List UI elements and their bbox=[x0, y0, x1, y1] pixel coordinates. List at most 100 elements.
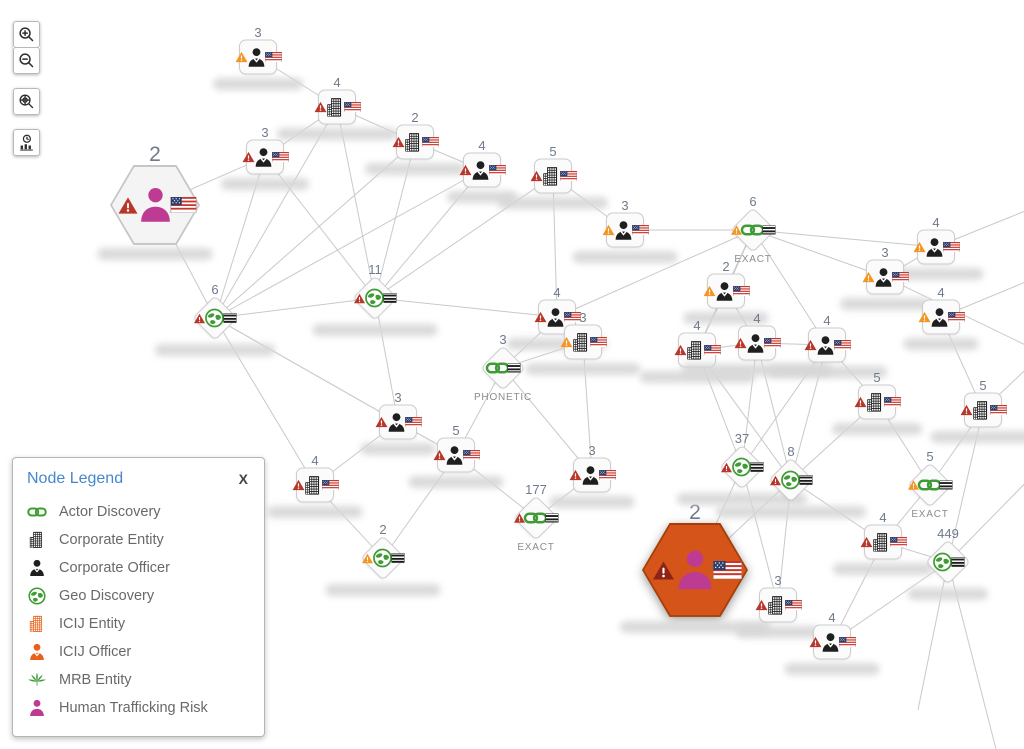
warning-icon bbox=[755, 599, 768, 611]
us-flag-icon bbox=[892, 271, 909, 283]
zoom-out-button[interactable] bbox=[13, 47, 40, 74]
zoom-fit-button[interactable] bbox=[13, 88, 40, 115]
graph-edge bbox=[374, 297, 399, 423]
node-body[interactable] bbox=[602, 212, 649, 248]
blurred-node-label bbox=[312, 324, 438, 336]
node-body[interactable] bbox=[674, 332, 721, 368]
warning-icon bbox=[292, 479, 305, 491]
node-body[interactable] bbox=[433, 437, 480, 473]
warning-icon bbox=[375, 416, 388, 428]
blurred-node-label bbox=[784, 663, 880, 675]
globe-icon bbox=[731, 456, 753, 478]
node-body[interactable] bbox=[459, 152, 506, 188]
node-body[interactable] bbox=[192, 295, 238, 341]
node-body[interactable] bbox=[513, 495, 559, 541]
blurred-node-label bbox=[735, 626, 821, 638]
node-count-label: 4 bbox=[333, 75, 341, 90]
node-body[interactable] bbox=[730, 207, 776, 253]
graph-toolbar bbox=[13, 21, 40, 156]
node-body[interactable] bbox=[918, 299, 965, 335]
graph-edge bbox=[374, 175, 554, 299]
node-body[interactable] bbox=[862, 259, 909, 295]
us-flag-icon bbox=[785, 599, 802, 611]
blurred-node-label bbox=[498, 197, 608, 209]
blurred-node-label bbox=[97, 248, 213, 260]
node-body[interactable] bbox=[110, 165, 200, 245]
us-flag-icon bbox=[422, 136, 439, 148]
node-body[interactable] bbox=[642, 523, 748, 617]
warning-icon bbox=[459, 164, 472, 176]
node-count-label: 3 bbox=[621, 198, 629, 213]
node-body[interactable] bbox=[569, 457, 616, 493]
chain-icon bbox=[523, 512, 548, 525]
node-body[interactable] bbox=[768, 457, 814, 503]
node-body[interactable] bbox=[242, 139, 289, 175]
node-count-label: 4 bbox=[828, 610, 836, 625]
us-flag-icon bbox=[713, 561, 742, 579]
blurred-node-label bbox=[716, 506, 866, 518]
node-body[interactable] bbox=[703, 273, 750, 309]
node-body[interactable] bbox=[755, 587, 802, 623]
node-body[interactable] bbox=[860, 524, 907, 560]
node-body[interactable] bbox=[360, 535, 406, 581]
node-body[interactable] bbox=[734, 325, 781, 361]
node-count-label: 4 bbox=[553, 285, 561, 300]
blurred-node-label bbox=[213, 78, 303, 90]
legend-item: Corporate Entity bbox=[27, 526, 250, 554]
node-count-label: 4 bbox=[311, 453, 319, 468]
match-type-label: EXACT bbox=[517, 542, 555, 553]
node-body[interactable] bbox=[560, 324, 607, 360]
us-flag-icon bbox=[272, 151, 289, 163]
legend-close-button[interactable]: X bbox=[238, 471, 248, 487]
stripes-badge-icon bbox=[545, 513, 559, 523]
node-body[interactable] bbox=[925, 539, 971, 585]
blurred-node-label bbox=[365, 163, 465, 175]
warning-icon bbox=[362, 553, 374, 564]
zoom-in-button[interactable] bbox=[13, 21, 40, 48]
node-body[interactable] bbox=[292, 467, 339, 503]
node-body[interactable] bbox=[314, 89, 361, 125]
legend-item-label: MRB Entity bbox=[59, 672, 132, 688]
node-body[interactable] bbox=[719, 444, 765, 490]
node-body[interactable] bbox=[854, 384, 901, 420]
node-count-label: 3 bbox=[774, 573, 782, 588]
legend-item: Actor Discovery bbox=[27, 498, 250, 526]
building-icon bbox=[402, 131, 425, 154]
warning-icon bbox=[918, 311, 931, 323]
officer-icon bbox=[443, 444, 466, 467]
node-body[interactable] bbox=[480, 345, 526, 391]
warning-icon bbox=[242, 151, 255, 163]
us-flag-icon bbox=[733, 285, 750, 297]
node-body[interactable] bbox=[235, 39, 282, 75]
node-body[interactable] bbox=[392, 124, 439, 160]
timeline-button[interactable] bbox=[13, 129, 40, 156]
blurred-node-label bbox=[221, 178, 309, 190]
node-body[interactable] bbox=[804, 327, 851, 363]
node-body[interactable] bbox=[960, 392, 1007, 428]
blurred-node-label bbox=[277, 128, 397, 140]
us-flag-icon bbox=[839, 636, 856, 648]
warning-icon bbox=[314, 101, 327, 113]
warning-icon bbox=[960, 404, 973, 416]
node-body[interactable] bbox=[907, 462, 953, 508]
graph-edge bbox=[831, 561, 949, 643]
graph-edge bbox=[917, 561, 949, 711]
node-body[interactable] bbox=[809, 624, 856, 660]
node-count-label: 3 bbox=[394, 390, 402, 405]
legend-item: Corporate Officer bbox=[27, 554, 250, 582]
node-body[interactable] bbox=[375, 404, 422, 440]
node-body[interactable] bbox=[913, 229, 960, 265]
node-count-label: 4 bbox=[693, 318, 701, 333]
blurred-node-label bbox=[360, 443, 436, 455]
warning-icon bbox=[560, 336, 573, 348]
officer-icon bbox=[544, 306, 567, 329]
warning-icon bbox=[809, 636, 822, 648]
node-body[interactable] bbox=[530, 158, 577, 194]
globe-icon bbox=[364, 287, 386, 309]
legend-item: Geo Discovery bbox=[27, 582, 250, 610]
node-count-label: 3 bbox=[881, 245, 889, 260]
node-body[interactable] bbox=[534, 299, 581, 335]
node-body[interactable] bbox=[352, 275, 398, 321]
